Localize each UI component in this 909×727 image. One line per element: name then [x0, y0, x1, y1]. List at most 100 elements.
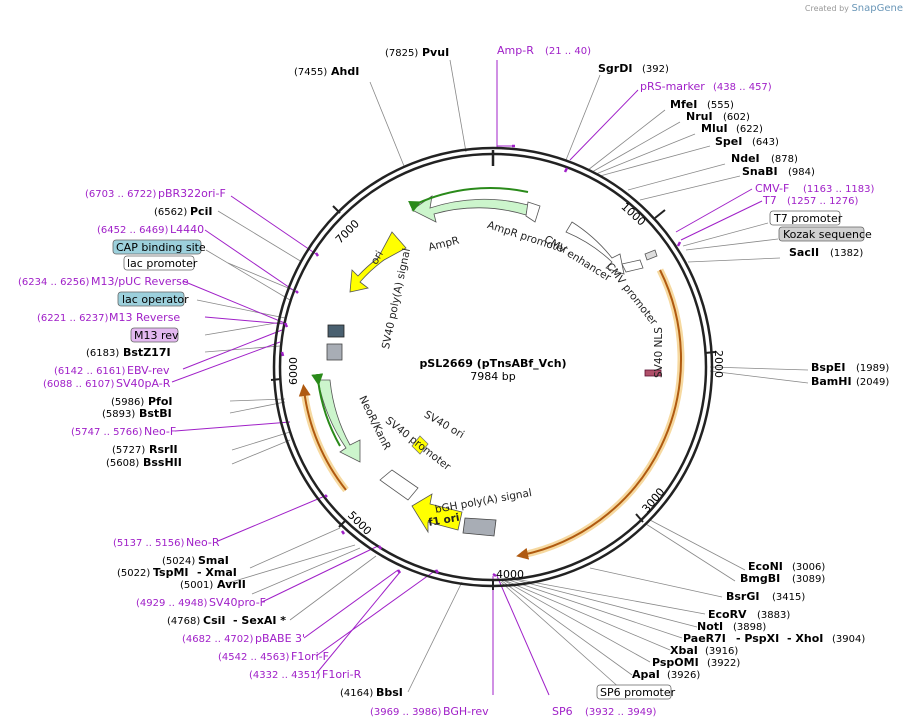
pbabe-name[interactable]: pBABE 3'	[255, 632, 305, 645]
pcii-name[interactable]: PciI	[190, 205, 212, 218]
sv40par-name[interactable]: SV40pA-R	[116, 377, 171, 390]
sp6-promoter-label[interactable]: SP6 promoter	[600, 686, 676, 699]
ampr-primer-name[interactable]: Amp-R	[497, 44, 534, 57]
sv40-promoter-feature[interactable]	[379, 469, 419, 501]
sexai-name[interactable]: - SexAI *	[233, 614, 286, 627]
bsrgi-name[interactable]: BsrGI	[726, 590, 759, 603]
econi-name[interactable]: EcoNI	[748, 560, 783, 573]
bbsi-name[interactable]: BbsI	[376, 686, 403, 699]
bspei-name[interactable]: BspEI	[811, 361, 845, 374]
pspxi-name[interactable]: - PspXI	[736, 632, 779, 645]
pfoi-name[interactable]: PfoI	[148, 395, 173, 408]
sacii-pos: (1382)	[830, 248, 863, 259]
m13rev-label[interactable]: M13 rev	[134, 329, 179, 342]
lac-operator-label[interactable]: lac operator	[122, 293, 189, 306]
ampr-feature[interactable]	[411, 195, 529, 223]
cmv-enhancer-feature[interactable]	[565, 221, 625, 275]
m13rev-box	[130, 327, 179, 343]
ahdi-name[interactable]: AhdI	[331, 65, 359, 78]
cmv-promoter-feature[interactable]	[621, 259, 644, 273]
sv40-nls-feature[interactable]	[644, 369, 662, 377]
cap-label[interactable]: CAP binding site	[116, 241, 206, 254]
paer7i-name[interactable]: PaeR7I	[683, 632, 726, 645]
prs-range: (438 .. 457)	[713, 82, 772, 93]
pbr322-name[interactable]: pBR322ori-F	[158, 187, 226, 200]
sp6-range: (3932 .. 3949)	[585, 707, 657, 718]
sv40prof-range: (4929 .. 4948)	[136, 598, 208, 609]
neof-name[interactable]: Neo-F	[144, 425, 176, 438]
ndei-pos: (878)	[771, 154, 798, 165]
rsrii-name[interactable]: RsrII	[149, 443, 178, 456]
sp6-name[interactable]: SP6	[552, 705, 573, 718]
pbr322-range: (6703 .. 6722)	[85, 189, 157, 200]
tick-label-6000: 6000	[287, 357, 300, 385]
kozak-label[interactable]: Kozak sequence	[783, 228, 872, 241]
mfei-name[interactable]: MfeI	[670, 98, 697, 111]
sacii-name[interactable]: SacII	[789, 246, 819, 259]
xmai-name[interactable]: - XmaI	[197, 566, 237, 579]
m13reverse-range: (6221 .. 6237)	[37, 313, 109, 324]
pspomi-name[interactable]: PspOMI	[652, 656, 699, 669]
xhoi-name[interactable]: - XhoI	[787, 632, 823, 645]
snabi-pos: (984)	[788, 167, 815, 178]
neor-primer-range: (5137 .. 5156)	[113, 538, 185, 549]
m13reverse-name[interactable]: M13 Reverse	[109, 311, 180, 324]
cap-box	[112, 239, 202, 255]
ecorv-name[interactable]: EcoRV	[708, 608, 747, 621]
ampr-promoter-feature[interactable]	[525, 201, 541, 223]
sgrdi-name[interactable]: SgrDI	[598, 62, 632, 75]
l4440-name[interactable]: L4440	[170, 223, 204, 236]
xbai-name[interactable]: XbaI	[670, 644, 698, 657]
neor-primer-name[interactable]: Neo-R	[186, 536, 220, 549]
apai-name[interactable]: ApaI	[632, 668, 660, 681]
neof-range: (5747 .. 5766)	[71, 427, 143, 438]
snabi-name[interactable]: SnaBI	[742, 165, 778, 178]
ampr-label: AmpR	[427, 234, 460, 253]
tick-label-1000: 1000	[619, 200, 649, 228]
sv40-polya-feature[interactable]	[326, 343, 343, 361]
m13puc-name[interactable]: M13/pUC Reverse	[91, 275, 189, 288]
mlui-name[interactable]: MluI	[701, 122, 728, 135]
mfei-pos: (555)	[707, 100, 734, 111]
spei-name[interactable]: SpeI	[715, 135, 742, 148]
noti-name[interactable]: NotI	[697, 620, 723, 633]
bsshii-name[interactable]: BssHII	[143, 456, 182, 469]
pvui-name[interactable]: PvuI	[422, 46, 449, 59]
bamhi-name[interactable]: BamHI	[811, 375, 852, 388]
tspmi-pos: (5022)	[117, 568, 150, 579]
ndei-name[interactable]: NdeI	[731, 152, 760, 165]
snapgene-credit: Created by SnapGene	[805, 3, 903, 14]
t7-promoter-label[interactable]: T7 promoter	[773, 212, 843, 225]
ori-feature[interactable]	[349, 231, 407, 293]
lac-promoter-label[interactable]: lac promoter	[127, 257, 198, 270]
l4440-range: (6452 .. 6469)	[97, 225, 169, 236]
bmgbi-pos: (3089)	[792, 574, 825, 585]
bstbi-name[interactable]: BstBI	[139, 407, 172, 420]
ebvrev-range: (6142 .. 6161)	[54, 366, 126, 377]
sv40-ori-feature[interactable]	[411, 435, 429, 455]
sv40prof-name[interactable]: SV40pro-F	[209, 596, 266, 609]
tspmi-name[interactable]: TspMI	[153, 566, 189, 579]
bmgbi-name[interactable]: BmgBI	[740, 572, 780, 585]
f1-ori-feature[interactable]	[411, 493, 463, 534]
tick-label-4000: 4000	[496, 568, 524, 581]
bstz17i-name[interactable]: BstZ17I	[123, 346, 171, 359]
prs-name[interactable]: pRS-marker	[640, 80, 705, 93]
cmvf-name[interactable]: CMV-F	[755, 182, 789, 195]
nrui-name[interactable]: NruI	[686, 110, 713, 123]
kozak-feature[interactable]	[644, 249, 658, 261]
smai-name[interactable]: SmaI	[198, 554, 229, 567]
csii-name[interactable]: CsiI	[203, 614, 225, 627]
f1orif-name[interactable]: F1ori-F	[291, 650, 329, 663]
avrii-name[interactable]: AvrII	[217, 578, 246, 591]
f1orir-name[interactable]: F1ori-R	[322, 668, 362, 681]
t7-name[interactable]: T7	[762, 194, 777, 207]
ebvrev-name[interactable]: EBV-rev	[127, 364, 170, 377]
bgh-polya-feature[interactable]	[462, 517, 497, 537]
plasmid-length: 7984 bp	[470, 370, 515, 383]
bghrev-name[interactable]: BGH-rev	[443, 705, 489, 718]
bbsi-pos: (4164)	[340, 688, 373, 699]
neor-feature[interactable]	[317, 379, 361, 463]
spei-pos: (643)	[752, 137, 779, 148]
lac-operator-feature[interactable]	[327, 324, 345, 338]
